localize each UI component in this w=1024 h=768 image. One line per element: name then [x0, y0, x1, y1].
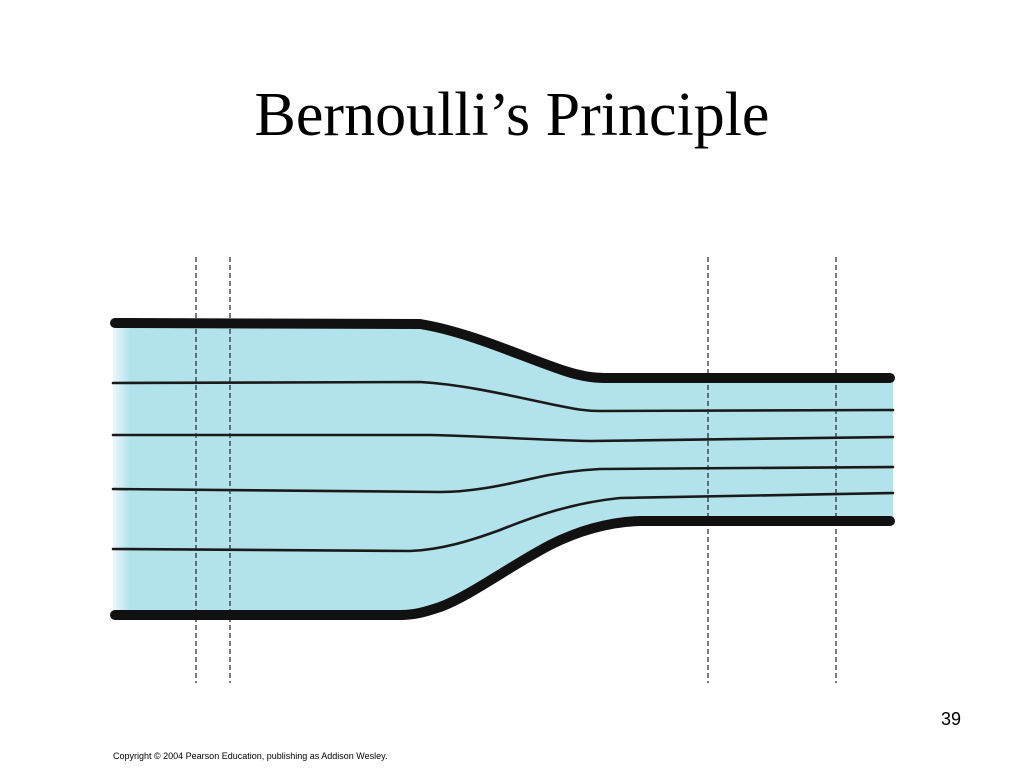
- page-number: 39: [940, 709, 961, 729]
- streamline-1: [111, 380, 895, 413]
- streamline-3: [111, 465, 895, 494]
- pipe-walls: [110, 318, 895, 620]
- slide-title: Bernoulli’s Principle: [254, 81, 770, 149]
- pipe-top-wall: [110, 318, 895, 383]
- streamlines: [111, 380, 895, 553]
- copyright-text: Copyright © 2004 Pearson Education, publ…: [113, 751, 388, 761]
- pipe-bottom-wall: [110, 516, 895, 620]
- streamline-4: [111, 491, 895, 553]
- fluid-region: [113, 323, 893, 615]
- streamline-2: [111, 433, 895, 443]
